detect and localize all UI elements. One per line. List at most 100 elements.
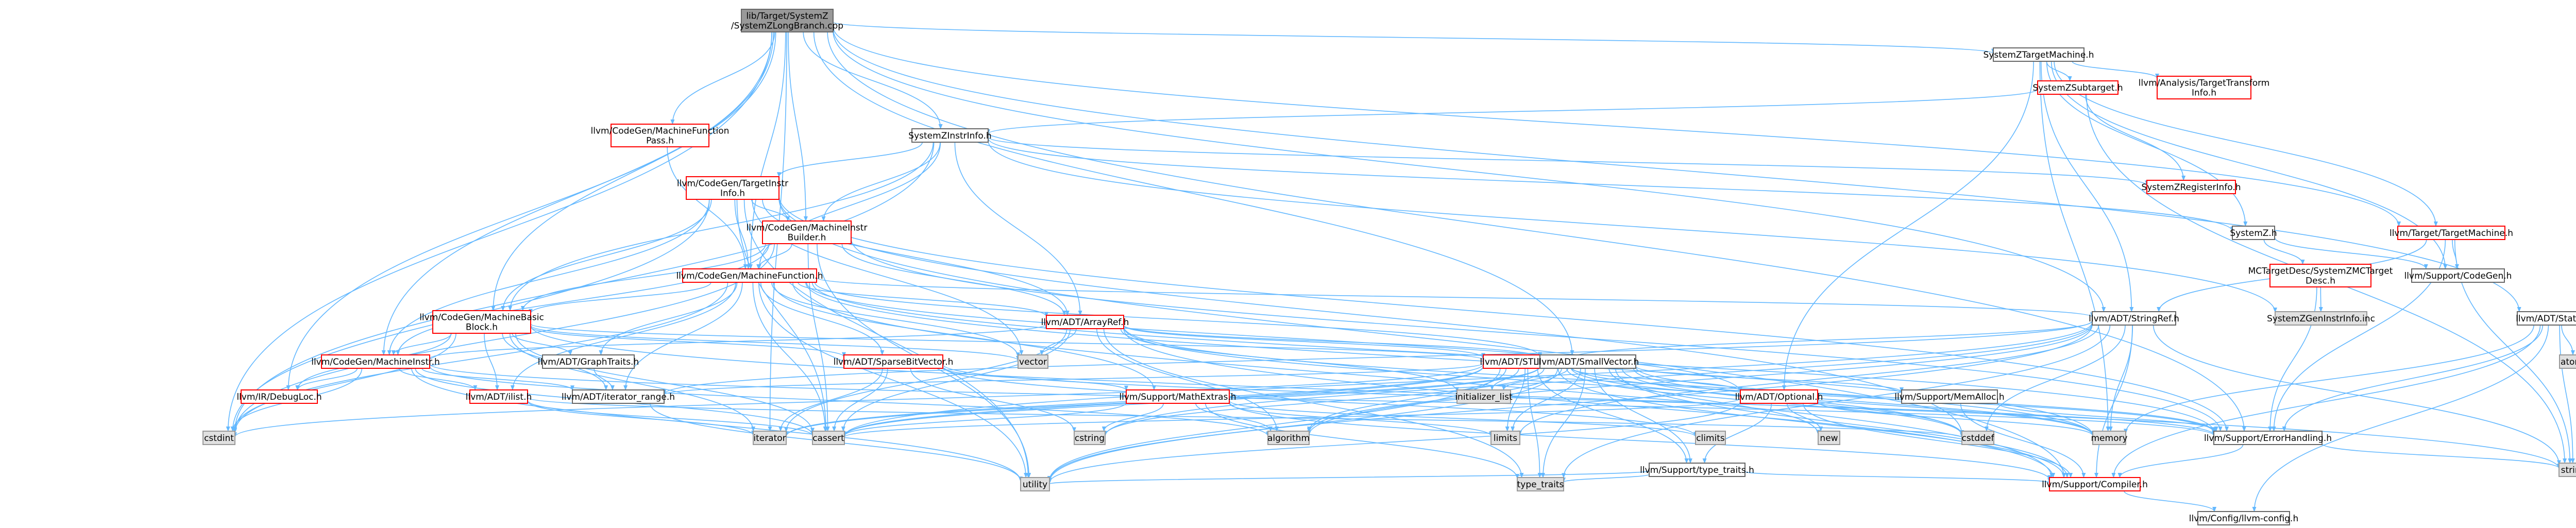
edge-errhandling-to-compiler — [2117, 444, 2244, 478]
edge-smallvector-to-initlist — [1501, 368, 1569, 390]
edge-mathextras-to-algorithm — [1195, 403, 1273, 432]
node-label: llvm/ADT/Statistic.h — [2516, 314, 2576, 324]
edge-smallvector-to-memory — [1633, 368, 2095, 436]
node-smallvector[interactable]: llvm/ADT/SmallVector.h — [1537, 354, 1639, 369]
edge-szII-to-mbb — [508, 142, 934, 311]
node-box — [682, 268, 817, 283]
edge-optional-to-memory — [1817, 401, 2095, 436]
node-label: llvm/Support/Compiler.h — [2042, 480, 2148, 490]
node-tm[interactable]: llvm/Target/TargetMachine.h — [2389, 226, 2513, 240]
node-graphtraits[interactable]: llvm/ADT/GraphTraits.h — [538, 354, 639, 369]
node-iterator: iterator — [753, 431, 787, 445]
node-iterrange[interactable]: llvm/ADT/iterator_range.h — [562, 389, 675, 404]
edge-szII-to-tii — [777, 142, 923, 178]
edge-root-to-tm — [833, 26, 2401, 227]
edge-arrayref-to-smallvector — [1123, 325, 1542, 359]
node-stringref[interactable]: llvm/ADT/StringRef.h — [2089, 311, 2179, 326]
node-sbv[interactable]: llvm/ADT/SparseBitVector.h — [834, 354, 954, 369]
node-errhandling[interactable]: llvm/Support/ErrorHandling.h — [2204, 431, 2332, 445]
node-label: llvm/Support/MemAlloc.h — [1894, 392, 2004, 402]
edge-mbb-to-cassert — [515, 333, 815, 433]
node-llvmconfig[interactable]: llvm/Config/llvm-config.h — [2189, 511, 2298, 525]
edge-szST-to-szII — [986, 89, 2038, 134]
node-label: llvm/ADT/SparseBitVector.h — [834, 357, 954, 367]
node-box — [2397, 226, 2505, 240]
edge-tii-to-mi — [387, 199, 710, 355]
edge-mf-to-cstdint — [233, 282, 728, 434]
node-mi[interactable]: llvm/CodeGen/MachineInstr.h — [311, 354, 440, 369]
node-label: initializer_list — [1455, 392, 1513, 402]
node-label: llvm/CodeGen/MachineFunction.h — [676, 271, 823, 281]
node-label: SystemZSubtarget.h — [2032, 83, 2123, 93]
node-label: SystemZGenInstrInfo.inc — [2267, 314, 2375, 324]
edge-sbv-to-iterator — [778, 368, 883, 432]
node-mathextras[interactable]: llvm/Support/MathExtras.h — [1119, 389, 1236, 404]
edge-memalloc-to-compiler — [1960, 403, 2086, 478]
node-box — [2146, 180, 2236, 194]
node-statistic[interactable]: llvm/ADT/Statistic.h — [2516, 311, 2576, 326]
node-szII[interactable]: SystemZInstrInfo.h — [908, 128, 992, 143]
edge-szTM-to-szST — [2046, 61, 2072, 81]
node-memalloc[interactable]: llvm/Support/MemAlloc.h — [1894, 389, 2005, 404]
node-optional[interactable]: llvm/ADT/Optional.h — [1735, 389, 1823, 404]
edge-stringref-to-type_traits — [1562, 325, 2111, 479]
edge-smallvector-to-new — [1608, 368, 1820, 435]
node-box — [686, 176, 779, 200]
node-box — [432, 310, 531, 334]
node-compiler[interactable]: llvm/Support/Compiler.h — [2042, 477, 2148, 491]
node-szST[interactable]: SystemZSubtarget.h — [2032, 80, 2123, 95]
node-label: llvm/IR/DebugLoc.h — [236, 392, 321, 402]
edge-mf-to-vector — [771, 282, 1020, 358]
edge-szTM-to-memory — [2039, 61, 2110, 432]
edge-optional-to-compiler — [1803, 403, 2073, 478]
edge-statistic-to-memory — [2124, 325, 2534, 434]
edge-mathextras-to-climits — [1229, 400, 1698, 437]
node-debugloc[interactable]: llvm/IR/DebugLoc.h — [236, 389, 322, 404]
edge-szST-to-szRI — [2085, 94, 2186, 181]
edge-mf-to-graphtraits — [599, 282, 738, 355]
edge-mi-to-errhandling — [429, 363, 2216, 436]
node-szTM[interactable]: SystemZTargetMachine.h — [1984, 47, 2094, 62]
edge-mf-to-mathextras — [773, 282, 1156, 390]
edge-typetraits_llvm-to-utility — [1047, 470, 1650, 485]
node-box — [2213, 431, 2323, 445]
edge-smallvector-to-cstring — [1103, 368, 1545, 436]
node-box — [762, 220, 852, 244]
node-label: Pass.h — [646, 136, 674, 146]
edge-szTM-to-tti — [2072, 61, 2159, 79]
edge-szII-to-szRI — [988, 137, 2149, 186]
node-label: cstddef — [1962, 433, 1995, 444]
edge-optional-to-cassert — [842, 398, 1741, 438]
edge-mbb-to-graphtraits — [512, 333, 573, 355]
node-sz[interactable]: SystemZ.h — [2230, 226, 2277, 240]
node-label: llvm/CodeGen/MachineFunction — [591, 126, 730, 137]
node-mf[interactable]: llvm/CodeGen/MachineFunction.h — [676, 268, 823, 283]
node-label: llvm/Support/MathExtras.h — [1119, 392, 1236, 402]
edge-arrayref-to-vector — [1040, 328, 1077, 355]
node-typetraits_llvm[interactable]: llvm/Support/type_traits.h — [1640, 463, 1754, 477]
node-label: Info.h — [720, 189, 745, 199]
edge-mbb-to-sbv — [530, 326, 846, 357]
node-box — [1539, 354, 1636, 369]
node-arrayref[interactable]: llvm/ADT/ArrayRef.h — [1041, 315, 1129, 329]
edge-stlextras-to-typetraits_llvm — [1537, 368, 1689, 464]
node-cassert: cassert — [812, 431, 845, 445]
node-cstring: cstring — [1074, 431, 1106, 445]
nodes-layer: lib/Target/SystemZ/SystemZLongBranch.cpp… — [202, 9, 2576, 525]
node-box — [542, 354, 635, 369]
node-codegen[interactable]: llvm/Support/CodeGen.h — [2404, 268, 2512, 283]
edge-stlextras-to-errhandling — [1570, 366, 2216, 433]
node-root[interactable]: lib/Target/SystemZ/SystemZLongBranch.cpp — [731, 9, 843, 32]
edge-sbv-to-climits — [942, 366, 1698, 437]
edge-mfp-to-mf — [667, 146, 748, 269]
node-box — [1267, 431, 1310, 445]
node-ilist[interactable]: llvm/ADT/ilist.h — [466, 389, 532, 404]
node-szRI[interactable]: SystemZRegisterInfo.h — [2141, 180, 2241, 194]
node-label: llvm/CodeGen/MachineInstr — [747, 223, 868, 233]
